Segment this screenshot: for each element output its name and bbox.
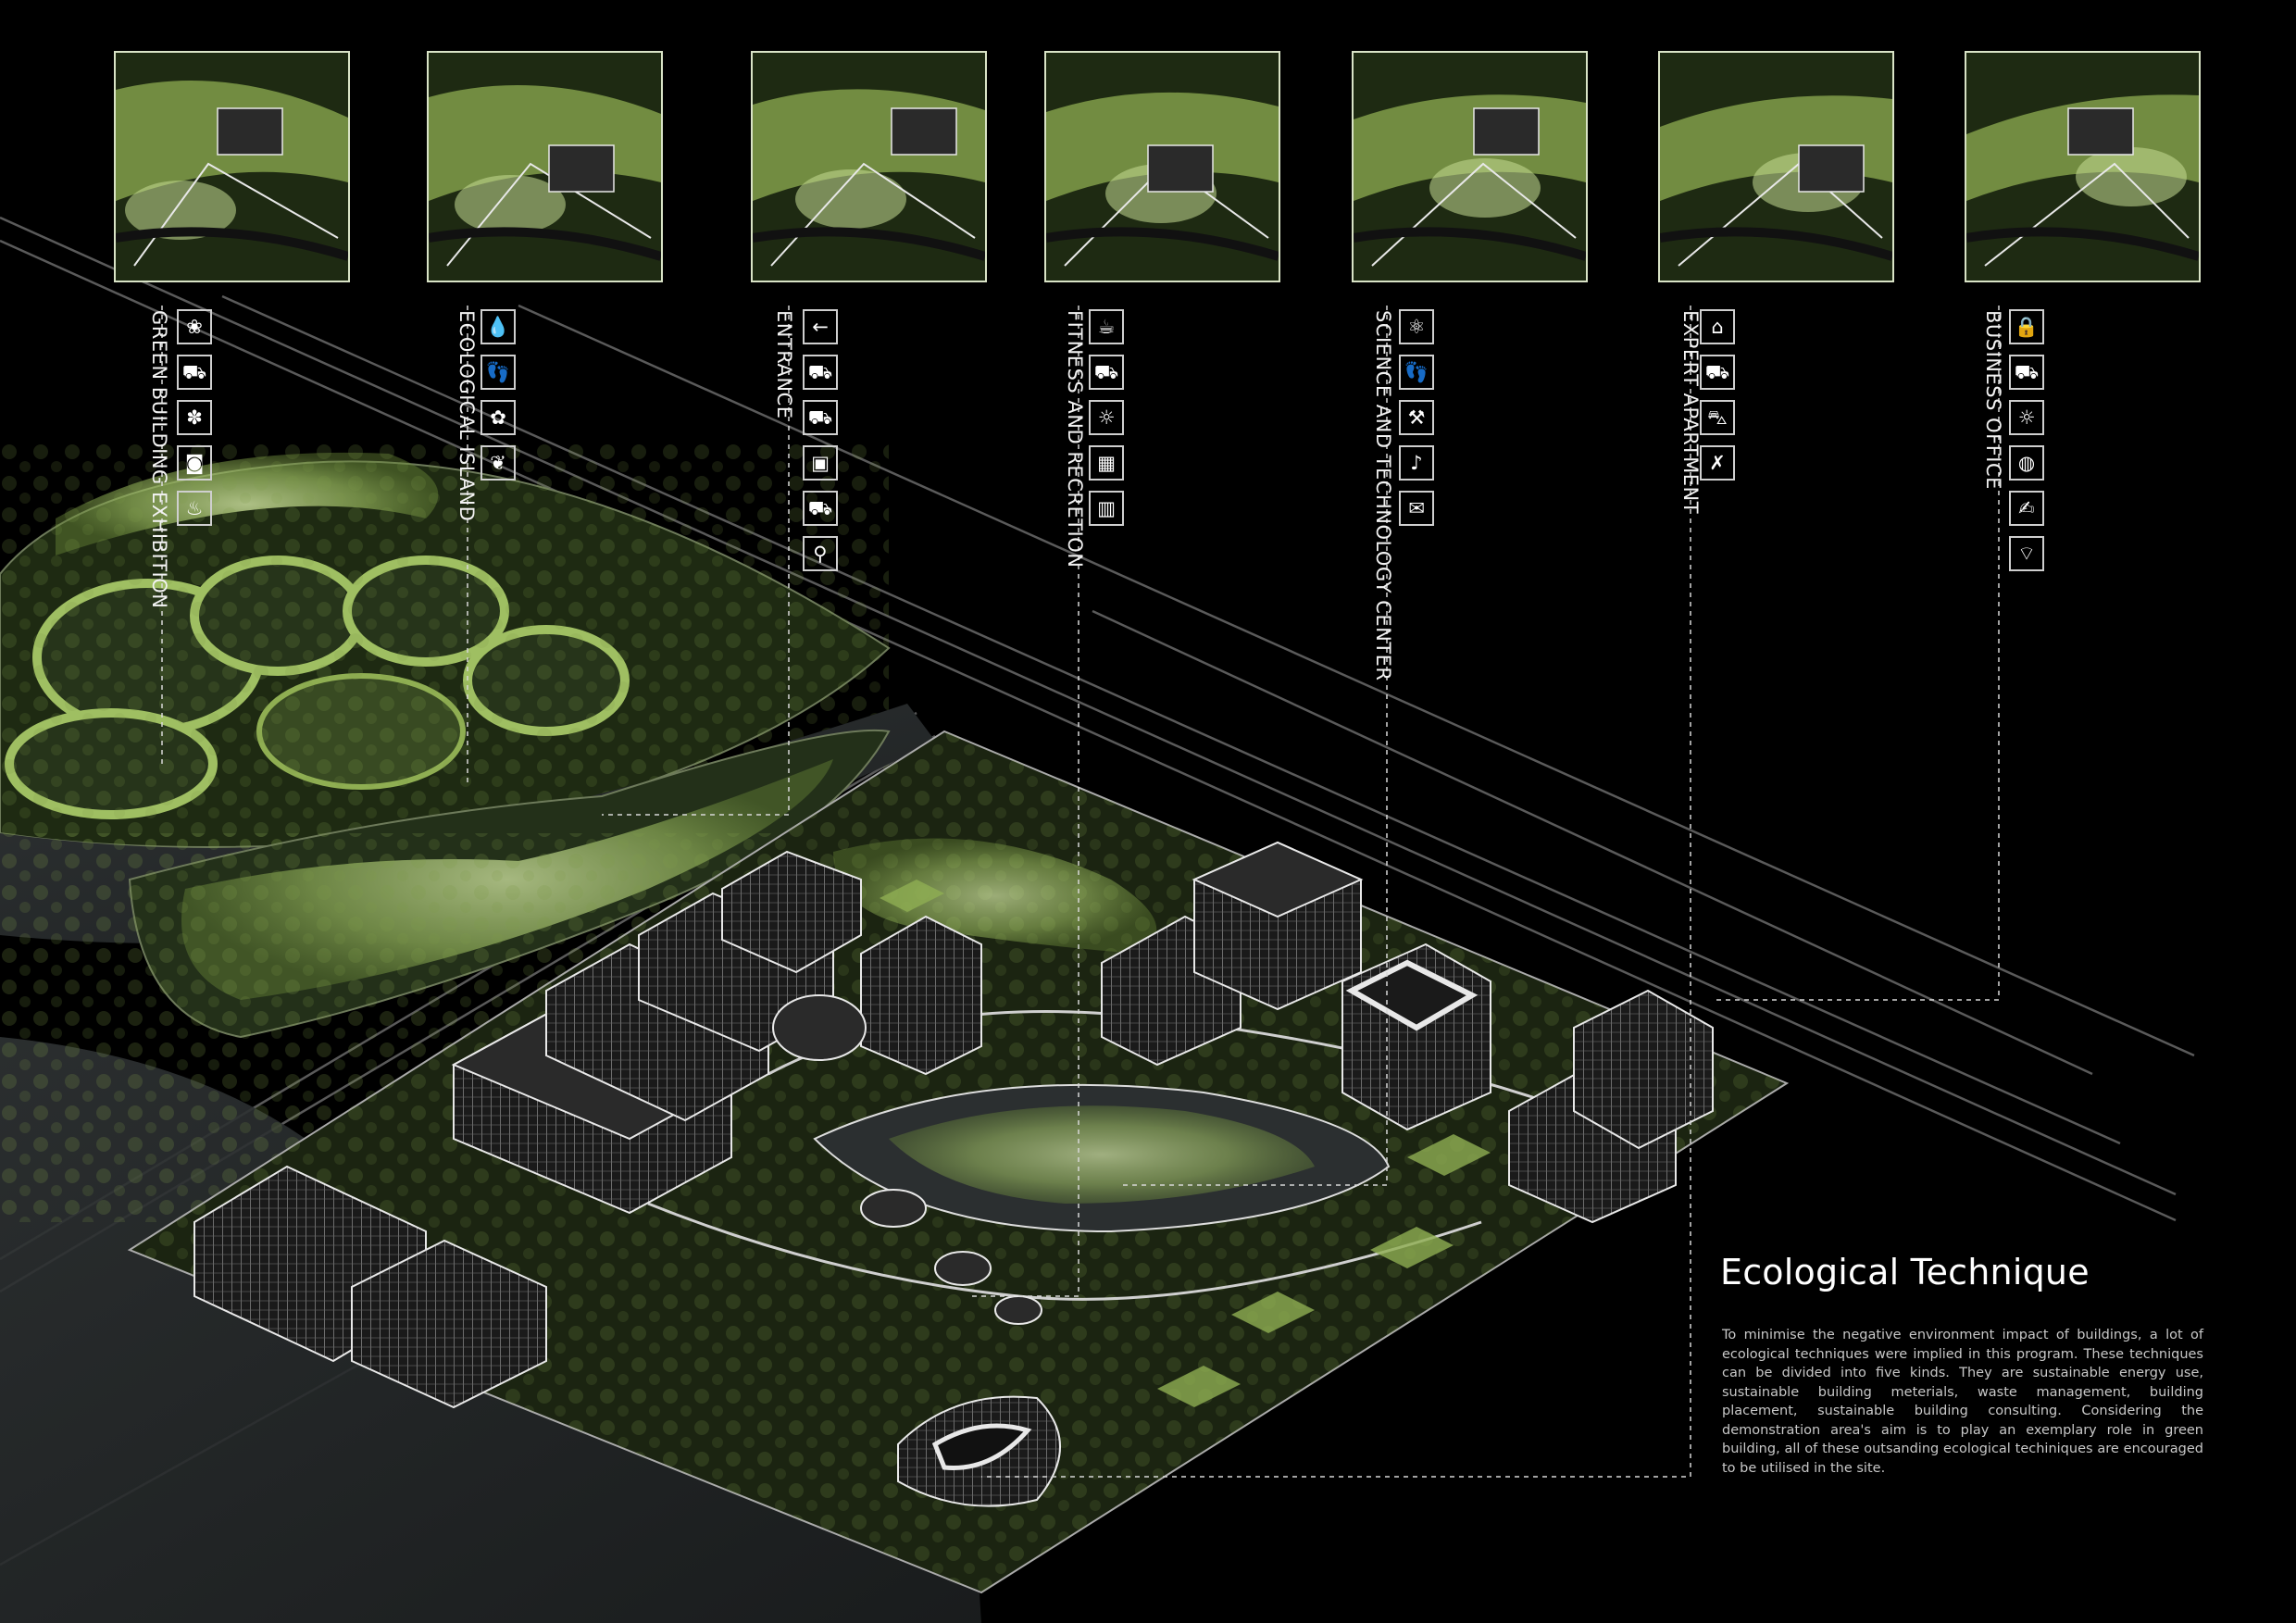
coffee-icon: ☕ — [1089, 309, 1124, 344]
ecological-technique-title: Ecological Technique — [1720, 1252, 2090, 1292]
car-charge-icon: ⛟ — [2009, 355, 2044, 390]
globe-icon: ◍ — [2009, 445, 2044, 481]
zone-thumbnail — [1352, 51, 1588, 282]
ecological-technique-body: To minimise the negative environment imp… — [1722, 1328, 2203, 1476]
presentation-icon: ▦ — [1089, 445, 1124, 481]
lightbulb-icon: ☼ — [2009, 400, 2044, 435]
tools-icon: ⚒ — [1399, 400, 1434, 435]
zone-thumbnail — [1044, 51, 1280, 282]
handshake-icon: ✍ — [2009, 491, 2044, 526]
hands-leaf-icon: ❦ — [480, 445, 516, 481]
chat-bubble-icon: ✉ — [1399, 491, 1434, 526]
cart-icon: ⛍ — [1700, 400, 1735, 435]
lotus-icon: ✿ — [480, 400, 516, 435]
zone-icon-column: ❀ ⛟ ✽ ◙ ♨ — [177, 309, 216, 536]
zone-thumbnail — [1658, 51, 1894, 282]
zone-label: BUSINESS OFFICE — [1982, 310, 2004, 490]
main-parcel — [127, 730, 1790, 1594]
zone-thumbnail — [427, 51, 663, 282]
zone-label: ENTRANCE — [773, 310, 795, 419]
zone-icon-column: ⌂ ⛟ ⛍ ✗ — [1700, 309, 1739, 491]
zone-label: SCIENCE AND TECHNOLOGY CENTER — [1372, 310, 1394, 681]
zone-icon-column: 🔒 ⛟ ☼ ◍ ✍ ⌔ — [2009, 309, 2048, 581]
home-icon: ⌂ — [1700, 309, 1735, 344]
pedestrian-icon: ⚲ — [803, 536, 838, 571]
book-icon: ▥ — [1089, 491, 1124, 526]
lock-icon: 🔒 — [2009, 309, 2044, 344]
taxi-icon: ⛟ — [803, 400, 838, 435]
arrow-left-icon: ← — [803, 309, 838, 344]
zone-icon-column: ⚛ 👣 ⚒ ♪ ✉ — [1399, 309, 1438, 536]
taxi-sign-icon: ⛟ — [803, 491, 838, 526]
zone-thumbnail — [751, 51, 987, 282]
atom-icon: ⚛ — [1399, 309, 1434, 344]
leader-lines — [161, 306, 2000, 1478]
exercise-icon: ✗ — [1700, 445, 1735, 481]
zone-icon-column: 💧 👣 ✿ ❦ — [480, 309, 519, 491]
zone-label: EXPERT APARTMENT — [1679, 310, 1702, 515]
zone-thumbnail — [1965, 51, 2201, 282]
paw-icon: ✽ — [177, 400, 212, 435]
bus-icon: ▣ — [803, 445, 838, 481]
car-icon: ⛟ — [1089, 355, 1124, 390]
car-icon: ⛟ — [1700, 355, 1735, 390]
footprints-icon: 👣 — [1399, 355, 1434, 390]
lightbulb-icon: ☼ — [1089, 400, 1124, 435]
camera-icon: ◙ — [177, 445, 212, 481]
zone-thumbnail — [114, 51, 350, 282]
zone-label: ECOLOGICAL ISLAND — [455, 310, 478, 522]
car-icon: ⛟ — [803, 355, 838, 390]
wifi-icon: ⌔ — [2009, 536, 2044, 571]
car-charge-icon: ⛟ — [177, 355, 212, 390]
zone-icon-column: ☕ ⛟ ☼ ▦ ▥ — [1089, 309, 1128, 536]
buildings — [193, 841, 1714, 1507]
green-roofs — [880, 880, 1491, 1407]
flame-icon: ♨ — [177, 491, 212, 526]
zone-label: FITNESS AND RECRETION — [1064, 310, 1086, 568]
zone-icon-column: ← ⛟ ⛟ ▣ ⛟ ⚲ — [803, 309, 842, 581]
water-drops-icon: 💧 — [480, 309, 516, 344]
footprints-icon: 👣 — [480, 355, 516, 390]
music-note-icon: ♪ — [1399, 445, 1434, 481]
leaf-globe-icon: ❀ — [177, 309, 212, 344]
zone-label: GREEN BUILDING EXHIBITION — [148, 310, 170, 609]
